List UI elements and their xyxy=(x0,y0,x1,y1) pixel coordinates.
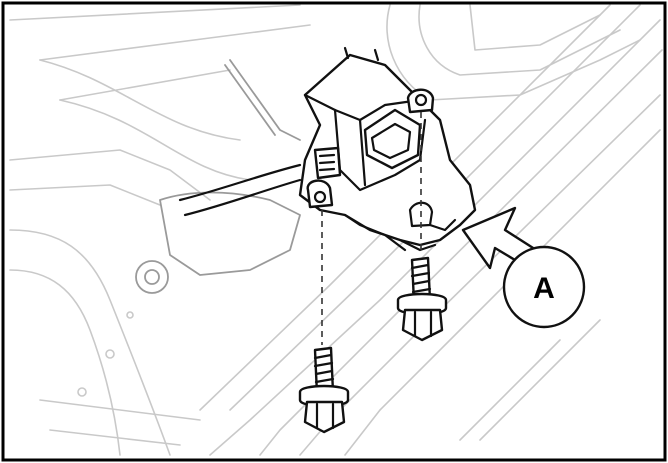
wiring-harness xyxy=(178,163,302,217)
callout-a: A xyxy=(461,206,586,329)
callout-label: A xyxy=(533,272,555,305)
flange-bolt-right xyxy=(396,256,448,342)
actuator-unit xyxy=(298,46,477,252)
alignment-guides xyxy=(321,112,422,345)
flange-bolt-left xyxy=(298,346,350,434)
